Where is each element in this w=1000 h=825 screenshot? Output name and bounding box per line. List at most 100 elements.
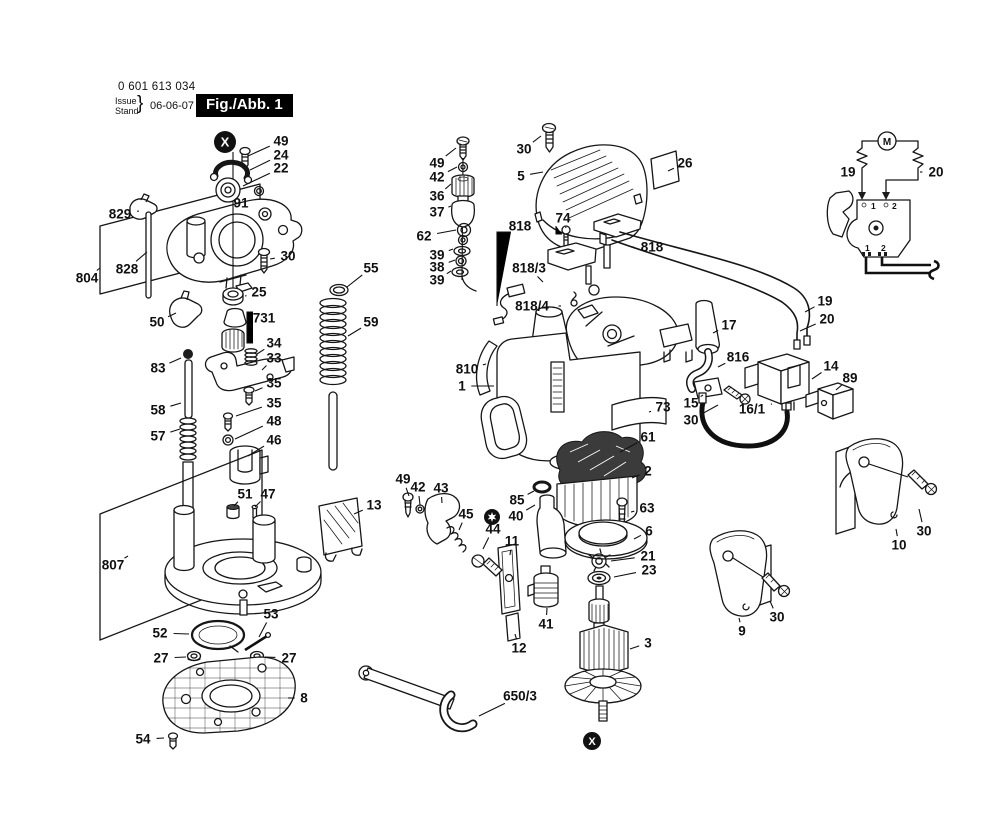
leader-line (525, 504, 536, 511)
callout-12: 12 (511, 641, 526, 656)
callout-85: 85 (509, 493, 525, 508)
part-57-spring (179, 417, 197, 461)
x-marker-glyph: X (588, 736, 596, 748)
part-34-spring (244, 348, 258, 366)
leader-line (712, 329, 719, 334)
callout-2: 2 (644, 464, 652, 479)
leader-line (446, 270, 452, 275)
callout-39: 39 (429, 273, 444, 288)
part-45-spring (446, 526, 467, 553)
leader-line (530, 171, 544, 175)
terminal-1-top: 1 (871, 201, 876, 211)
leader-line (458, 522, 463, 531)
part-6-felt-ring (564, 519, 648, 560)
callout-89: 89 (842, 371, 857, 386)
callout-62: 62 (416, 229, 431, 244)
leader-line (233, 501, 239, 507)
callout-30: 30 (280, 249, 295, 264)
callout-27: 27 (281, 651, 296, 666)
leader-line (405, 487, 410, 497)
part-828-rod (145, 211, 152, 299)
callout-818: 818 (509, 219, 532, 234)
callout-46: 46 (266, 433, 282, 448)
title-block: 0 601 613 034 Issue Stand } 06-06-07 Fig… (0, 0, 400, 140)
leader-line (235, 406, 263, 417)
part-24-clamp (209, 159, 253, 185)
part-2-stator (556, 431, 647, 528)
part-85-o-ring (532, 480, 552, 494)
callout-20: 20 (819, 312, 834, 327)
part-30-screw-handle-top (907, 469, 938, 496)
leader-line (514, 633, 518, 640)
part-73-label (611, 397, 667, 431)
part-19-cable (611, 239, 801, 350)
part-74-screw (561, 225, 571, 250)
x-marker-icon (583, 732, 601, 750)
leader-line (444, 183, 452, 190)
callout-57: 57 (150, 429, 165, 444)
leader-line (804, 306, 815, 313)
part-83-ball (183, 349, 193, 359)
callout-829: 829 (109, 207, 132, 222)
leader-line (478, 702, 506, 717)
callout-24: 24 (273, 148, 289, 163)
part-25-nut (222, 287, 244, 306)
callout-19: 19 (817, 294, 832, 309)
callout-11: 11 (505, 534, 520, 549)
leader-line (247, 145, 271, 157)
callout-16/1: 16/1 (739, 402, 766, 417)
callout-91: 91 (233, 196, 249, 211)
part-base-housing (164, 504, 322, 616)
callout-35: 35 (266, 396, 282, 411)
part-1-motor-housing (480, 306, 641, 484)
callout-5: 5 (517, 169, 525, 184)
leader-line (629, 645, 640, 650)
callout-34: 34 (266, 336, 282, 351)
callout-804: 804 (76, 271, 99, 286)
callout-49: 49 (273, 134, 288, 149)
resistor-left (856, 147, 868, 194)
part-818-3-pigtail (492, 293, 509, 326)
callout-731: 731 (253, 311, 276, 326)
callout-33: 33 (266, 351, 282, 366)
x-marker-icon (214, 131, 236, 153)
bracket-818 (496, 231, 511, 306)
part-35-screw-b (222, 412, 234, 432)
part-89-box (805, 382, 854, 420)
part-12-plate (505, 612, 521, 642)
callout-40: 40 (508, 509, 523, 524)
leader-line (537, 276, 544, 283)
leader-line (346, 274, 363, 288)
type-number: 0 601 613 034 (118, 81, 196, 93)
leader-line (174, 656, 187, 659)
callout-650/3: 650/3 (503, 689, 537, 704)
leader-line (347, 327, 362, 337)
callout-43: 43 (433, 481, 449, 496)
leader-line (918, 508, 923, 523)
callout-25: 25 (251, 285, 267, 300)
terminal-2-top: 2 (892, 201, 897, 211)
wiring-diagram: M 1 2 1 2 (826, 131, 940, 281)
callout-35: 35 (266, 376, 282, 391)
callout-807: 807 (102, 558, 125, 573)
leader-line (124, 555, 129, 559)
callout-38: 38 (429, 260, 445, 275)
x-marker-glyph: X (221, 135, 230, 150)
part-52-ring (190, 619, 246, 653)
callout-42: 42 (410, 480, 425, 495)
leader-line (247, 445, 265, 457)
leader-line (258, 622, 268, 638)
callout-23: 23 (641, 563, 657, 578)
motor-label: M (883, 137, 891, 148)
leader-line (353, 509, 364, 515)
leader-line (135, 251, 148, 262)
part-40-spindle (536, 494, 567, 559)
callout-54: 54 (135, 732, 151, 747)
callout-818/4: 818/4 (515, 299, 549, 314)
part-44-bolt (471, 554, 503, 577)
leader-line (256, 348, 265, 355)
part-48-washer (222, 434, 234, 446)
